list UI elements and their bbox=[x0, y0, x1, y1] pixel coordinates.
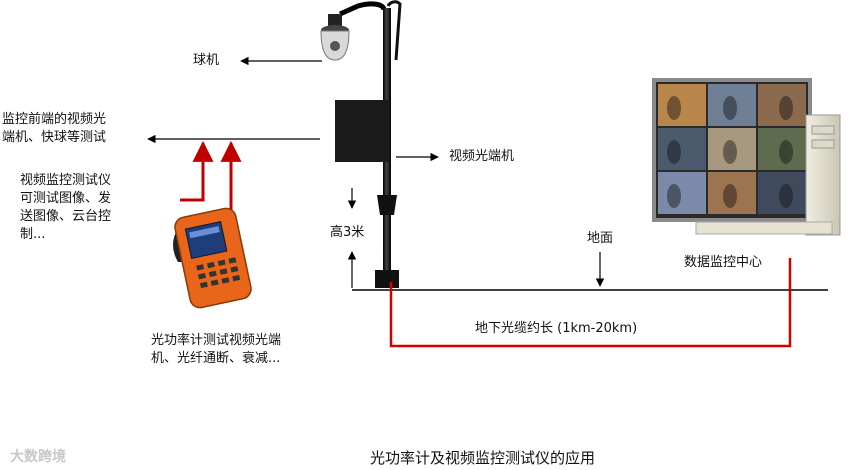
monitoring-center-label: 数据监控中心 bbox=[684, 255, 763, 270]
video-feed-figure bbox=[667, 184, 681, 208]
video-feed-tile bbox=[708, 84, 756, 126]
optical-terminal-box-icon bbox=[335, 100, 389, 162]
tester-link-1 bbox=[180, 140, 214, 202]
watermark: 大数跨境 bbox=[10, 449, 66, 465]
tester-functions-label: 视频监控测试仪 可测试图像、发 送图像、云台控 制... bbox=[20, 173, 112, 242]
height-label: 高3米 bbox=[330, 225, 365, 240]
video-feed-figure bbox=[723, 184, 737, 208]
video-feed-tile bbox=[708, 172, 756, 214]
ground-label: 地面 bbox=[587, 231, 614, 246]
handheld-tester-icon bbox=[173, 207, 252, 309]
figure-caption: 光功率计及视频监控测试仪的应用 bbox=[370, 449, 596, 467]
monitor-wall-icon bbox=[652, 78, 812, 222]
fiber-cable-line bbox=[389, 258, 792, 348]
front-end-tests-label: 监控前端的视频光 端机、快球等测试 bbox=[2, 112, 107, 145]
video-feed-tile bbox=[658, 128, 706, 170]
video-feed-figure bbox=[723, 140, 737, 164]
video-feed-tile bbox=[658, 84, 706, 126]
optical-terminal-label: 视频光端机 bbox=[449, 149, 515, 164]
computer-tower-icon bbox=[695, 114, 841, 236]
video-feed-tile bbox=[758, 172, 806, 214]
video-feed-figure bbox=[779, 140, 793, 164]
video-feed-figure bbox=[723, 96, 737, 120]
dome-camera-icon bbox=[320, 14, 350, 61]
video-feed-figure bbox=[667, 140, 681, 164]
cable-length-label: 地下光缆约长 (1km-20km) bbox=[475, 321, 638, 336]
tester-link-2 bbox=[215, 140, 242, 214]
video-feed-figure bbox=[779, 184, 793, 208]
power-meter-label: 光功率计测试视频光端 机、光纤通断、衰减... bbox=[151, 333, 282, 366]
video-feed-tile bbox=[758, 128, 806, 170]
video-feed-tile bbox=[658, 172, 706, 214]
video-feed-figure bbox=[667, 96, 681, 120]
video-feed-tile bbox=[758, 84, 806, 126]
dome-camera-label: 球机 bbox=[193, 53, 220, 68]
video-feed-figure bbox=[779, 96, 793, 120]
video-feed-tile bbox=[708, 128, 756, 170]
